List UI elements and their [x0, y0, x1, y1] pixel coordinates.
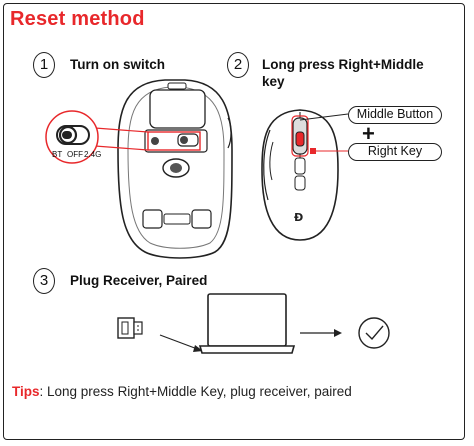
step-3-label: Plug Receiver, Paired [70, 273, 208, 288]
step-2-label-line-2: key [262, 74, 285, 89]
tips-body: : Long press Right+Middle Key, plug rece… [39, 384, 352, 399]
plus-sign: + [362, 121, 375, 146]
callout-middle-button: Middle Button [348, 106, 442, 124]
switch-label-off: OFF [67, 150, 83, 159]
step-2-label: Long press Right+Middle key [262, 56, 424, 90]
step-1-label: Turn on switch [70, 57, 165, 72]
svg-text:Đ: Đ [294, 211, 303, 224]
step-1-number: 1 [33, 52, 55, 78]
tips-keyword: Tips [12, 384, 40, 399]
step-2-label-line-1: Long press Right+Middle [262, 57, 424, 72]
step-2-number: 2 [227, 52, 249, 78]
switch-label-2.4g: 2.4G [84, 150, 102, 159]
switch-label-bt: BT [52, 150, 63, 159]
callout-right-key: Right Key [348, 143, 442, 161]
tips-text: Tips: Long press Right+Middle Key, plug … [12, 384, 352, 399]
reset-method-card [3, 3, 465, 440]
page-title: Reset method [10, 8, 145, 30]
step-3-number: 3 [33, 268, 55, 294]
